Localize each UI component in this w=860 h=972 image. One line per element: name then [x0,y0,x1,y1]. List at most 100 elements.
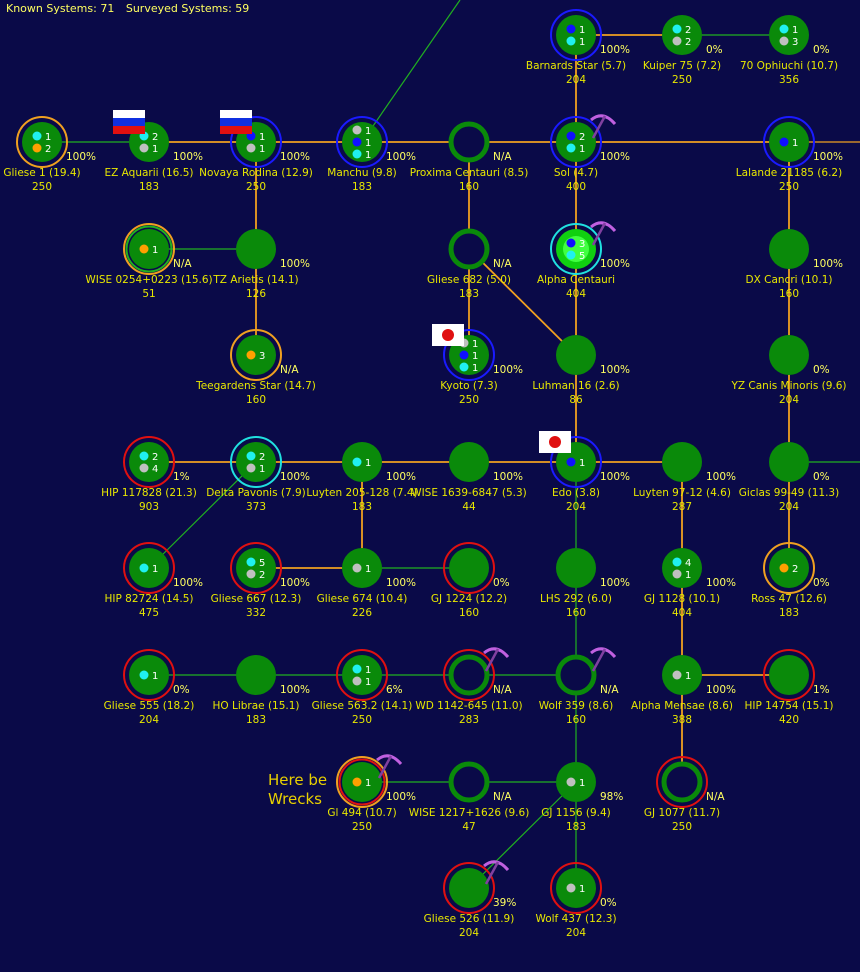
star-icon [236,229,276,269]
ownership-ring [125,225,173,273]
ownership-ring [230,329,282,381]
system-name: Gliese 667 (12.3) [211,593,302,605]
system-giclas[interactable]: 0%Giclas 99-49 (11.3)204 [739,442,839,513]
ownership-ring [763,542,815,594]
star-icon [448,761,490,803]
system-lhs292[interactable]: 100%LHS 292 (6.0)160 [540,548,630,619]
system-gliese526[interactable]: 39%Gliese 526 (11.9)204 [424,860,517,939]
survey-percent: 100% [600,471,630,483]
star-icon [662,655,702,695]
system-ross47[interactable]: 20%Ross 47 (12.6)183 [751,542,830,619]
system-value: 250 [32,181,52,193]
system-gliese555[interactable]: 10%Gliese 555 (18.2)204 [104,649,195,726]
planet-count: 1 [579,144,585,155]
system-holibrae[interactable]: 100%HO Librae (15.1)183 [212,655,310,726]
survey-percent: 100% [386,577,416,589]
system-wise1639[interactable]: 100%WISE 1639-6847 (5.3)44 [411,442,527,513]
system-value: 204 [566,501,586,513]
pickaxe-icon [590,647,617,672]
system-hip14754[interactable]: 1%HIP 14754 (15.1)420 [745,649,834,726]
system-wolf437[interactable]: 10%Wolf 437 (12.3)204 [535,862,617,939]
ownership-ring [230,542,282,594]
system-dxcancri[interactable]: 100%DX Cancri (10.1)160 [746,229,844,300]
system-value: 204 [459,927,479,939]
system-value: 204 [566,74,586,86]
system-value: 250 [352,821,372,833]
pickaxe-icon [590,221,617,246]
planet-gray-icon [672,569,682,579]
planet-orange-icon [779,563,789,573]
survey-percent: 0% [600,897,617,909]
system-name: Gliese 682 (5.0) [427,274,511,286]
system-name: Luyten 97-12 (4.6) [633,487,731,499]
survey-percent: 0% [813,577,830,589]
system-luyten9712[interactable]: 100%Luyten 97-12 (4.6)287 [633,442,736,513]
system-gliese5632[interactable]: 116%Gliese 563.2 (14.1)250 [312,649,413,726]
survey-percent: N/A [706,791,725,803]
system-hip117828[interactable]: 241%HIP 117828 (21.3)903 [101,436,197,513]
system-name: WD 1142-645 (11.0) [415,700,522,712]
system-value: 404 [566,288,586,300]
system-value: 250 [672,74,692,86]
system-name: WISE 0254+0223 (15.6) [85,274,212,286]
system-luhman16[interactable]: 100%Luhman 16 (2.6)86 [532,335,630,406]
star-icon [236,548,276,588]
planet-count: 2 [579,132,585,143]
system-kuiper75[interactable]: 220%Kuiper 75 (7.2)250 [643,15,723,86]
system-gj1224[interactable]: 0%GJ 1224 (12.2)160 [431,542,510,619]
system-gj1077[interactable]: N/AGJ 1077 (11.7)250 [644,756,725,833]
system-value: 404 [672,607,692,619]
system-name: HIP 82724 (14.5) [105,593,194,605]
system-yzcanis[interactable]: 0%YZ Canis Minoris (9.6)204 [730,335,847,406]
star-icon [769,442,809,482]
ownership-ring [123,223,175,275]
survey-percent: 100% [706,577,736,589]
system-value: 183 [779,607,799,619]
planet-count: 1 [45,132,51,143]
star-icon [342,762,382,802]
system-name: 70 Ophiuchi (10.7) [740,60,838,72]
ownership-ring [336,756,388,808]
system-value: 204 [566,927,586,939]
star-icon [556,868,596,908]
ownership-ring [336,116,388,168]
system-gj1156[interactable]: 198%GJ 1156 (9.4)183 [541,762,623,833]
system-tzarietis[interactable]: 100%TZ Arietis (14.1)126 [212,229,310,300]
survey-percent: N/A [173,258,192,270]
planet-count: 2 [259,452,265,463]
system-name: GJ 1077 (11.7) [644,807,720,819]
system-name: Proxima Centauri (8.5) [410,167,529,179]
system-value: 250 [779,181,799,193]
survey-percent: 100% [493,364,523,376]
system-ophiuchi70[interactable]: 130%70 Ophiuchi (10.7)356 [740,15,838,86]
ownership-ring [230,116,282,168]
star-icon [129,442,169,482]
planet-cyan-icon [246,451,256,461]
system-wd1142[interactable]: N/AWD 1142-645 (11.0)283 [415,647,523,726]
